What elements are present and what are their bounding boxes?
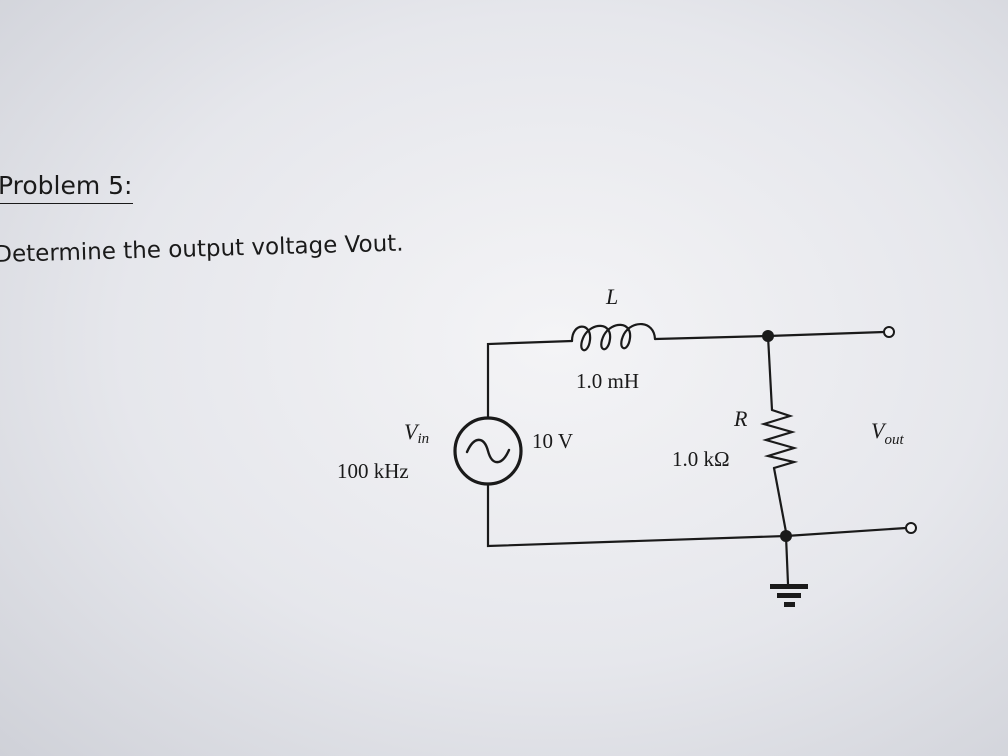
wire-right-vertical-top: [766, 334, 774, 412]
output-label: Vout: [871, 418, 904, 448]
ground-icon: [770, 584, 808, 607]
source-label: Vin: [404, 419, 429, 447]
inductor-value: 1.0 mH: [576, 369, 639, 393]
wire-right-vertical-bottom: [772, 466, 788, 534]
output-terminal-icon[interactable]: [905, 522, 917, 534]
resistor-value: 1.0 kΩ: [672, 447, 730, 471]
problem-heading: Problem 5:: [0, 171, 133, 204]
wire-top-left: [486, 339, 574, 420]
source-frequency: 100 kHz: [337, 459, 409, 483]
source-symbol: V: [404, 419, 420, 444]
resistor-symbol: R: [733, 406, 748, 431]
source-subscript: in: [417, 431, 429, 447]
inductor-symbol: L: [605, 284, 618, 309]
resistor-icon: [760, 408, 799, 470]
output-subscript: out: [884, 432, 904, 448]
inductor-icon: [570, 323, 657, 352]
wire-bottom: [486, 482, 908, 548]
wire-ground: [784, 534, 790, 586]
output-symbol: V: [871, 418, 887, 443]
output-terminal-icon[interactable]: [883, 326, 895, 338]
junction-dot-icon: [762, 330, 774, 342]
junction-dot-icon: [780, 530, 792, 542]
source-amplitude: 10 V: [532, 429, 573, 453]
ac-source-icon: [453, 416, 523, 486]
